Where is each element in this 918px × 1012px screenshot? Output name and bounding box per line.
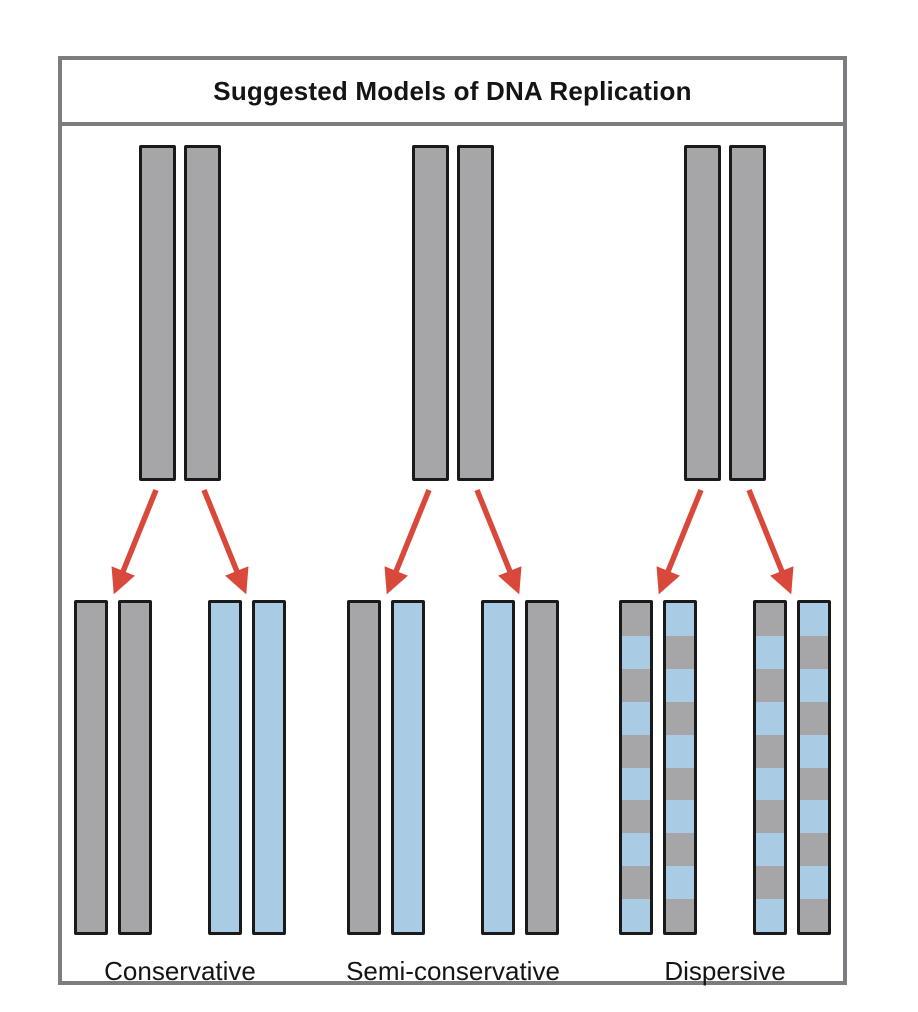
stripe-segment [666, 603, 694, 636]
parental-strand [184, 145, 221, 481]
stripe-segment [666, 833, 694, 867]
replication-arrow-left [384, 488, 432, 595]
stripe-segment [622, 635, 650, 669]
daughter-strand [619, 600, 653, 935]
stripe-segment [800, 668, 828, 702]
stripe-segment [800, 701, 828, 735]
parental-strand [412, 145, 449, 481]
daughter-strand [391, 600, 425, 935]
stripe-segment [800, 767, 828, 801]
stripe-segment [622, 833, 650, 867]
stripe-segment [756, 668, 784, 702]
daughter-strand [663, 600, 697, 935]
daughter-strand [525, 600, 559, 935]
stripe-segment [622, 701, 650, 735]
title-band: Suggested Models of DNA Replication [62, 60, 843, 126]
stripe-segment [622, 899, 650, 932]
stripe-segment [666, 866, 694, 900]
stripe-stack [622, 603, 650, 932]
model-label: Semi-conservative [346, 956, 560, 986]
diagram-title: Suggested Models of DNA Replication [213, 75, 692, 106]
stripe-segment [756, 701, 784, 735]
stripe-stack [756, 603, 784, 932]
daughter-strand [481, 600, 515, 935]
replication-arrow-left [656, 488, 704, 595]
model-label: Dispersive [664, 956, 786, 986]
stripe-stack [800, 603, 828, 932]
stripe-segment [756, 833, 784, 867]
replication-arrow-right [201, 488, 249, 595]
stripe-segment [800, 635, 828, 669]
stripe-segment [800, 833, 828, 867]
stripe-segment [756, 603, 784, 636]
replication-arrows [111, 488, 794, 595]
stripe-segment [800, 800, 828, 834]
stripe-segment [666, 668, 694, 702]
daughter-strand [347, 600, 381, 935]
stripe-segment [756, 866, 784, 900]
model-label: Conservative [104, 956, 256, 986]
stripe-segment [666, 800, 694, 834]
parental-strand [457, 145, 494, 481]
stripe-segment [666, 899, 694, 932]
stripe-stack [666, 603, 694, 932]
daughter-strand [208, 600, 242, 935]
parental-strand [684, 145, 721, 481]
stripe-segment [756, 767, 784, 801]
stripe-segment [666, 635, 694, 669]
stripe-segment [622, 800, 650, 834]
stripe-segment [756, 635, 784, 669]
stripe-segment [666, 734, 694, 768]
stripe-segment [800, 899, 828, 932]
replication-arrow-left [111, 488, 159, 595]
stripe-segment [800, 866, 828, 900]
stripe-segment [800, 734, 828, 768]
parental-strand [139, 145, 176, 481]
stripe-segment [666, 701, 694, 735]
stripe-segment [756, 800, 784, 834]
parental-strand [729, 145, 766, 481]
stripe-segment [756, 734, 784, 768]
stripe-segment [622, 866, 650, 900]
stripe-segment [622, 767, 650, 801]
stripe-segment [622, 603, 650, 636]
diagram-content: Conservative Semi-conservative Dispersive [62, 126, 843, 986]
stripe-segment [666, 767, 694, 801]
diagram-frame: Suggested Models of DNA Replication Cons… [58, 56, 847, 986]
daughter-strand [753, 600, 787, 935]
stripe-segment [622, 734, 650, 768]
daughter-strand [74, 600, 108, 935]
stripe-segment [756, 899, 784, 932]
replication-arrow-right [474, 488, 522, 595]
daughter-strand [797, 600, 831, 935]
replication-arrow-right [746, 488, 794, 595]
stripe-segment [800, 603, 828, 636]
daughter-strand [118, 600, 152, 935]
daughter-strand [252, 600, 286, 935]
stripe-segment [622, 668, 650, 702]
